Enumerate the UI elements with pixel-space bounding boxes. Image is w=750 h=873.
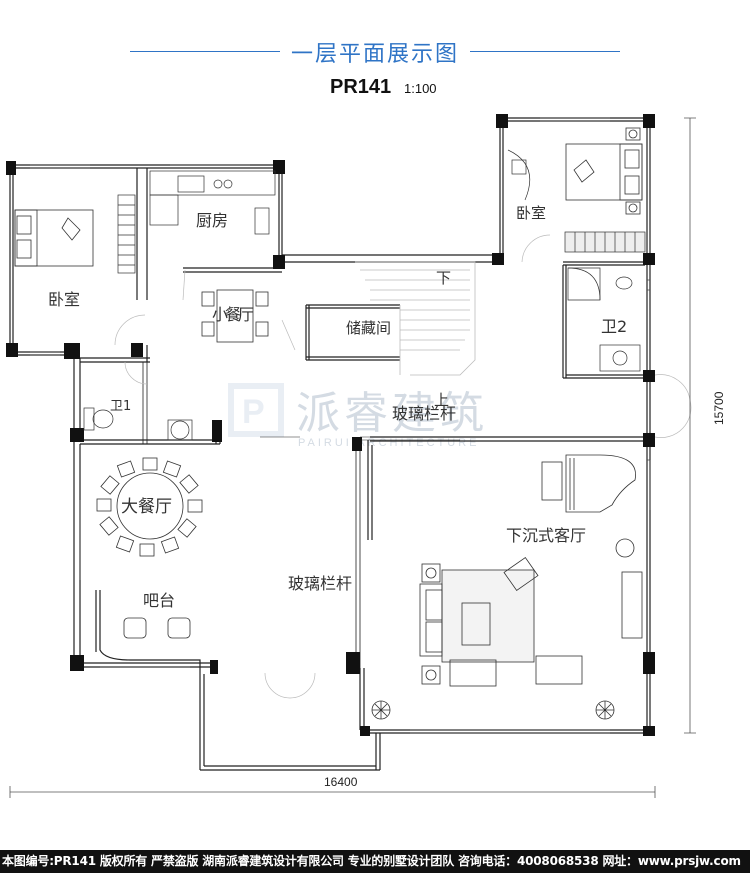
wardrobe-right-icon xyxy=(564,231,646,253)
label-kitchen: 厨房 xyxy=(196,211,228,230)
label-glass-rail-mid: 玻璃栏杆 xyxy=(288,574,352,593)
label-bar: 吧台 xyxy=(143,591,175,610)
floor-plan: P 派睿建筑 PAIRUI ARCHITECTURE xyxy=(6,114,726,798)
round-dining-table-icon xyxy=(96,457,203,557)
dining-table-small-icon xyxy=(201,289,269,343)
bathroom2-fixtures-icon xyxy=(567,267,641,372)
bed-right-icon xyxy=(565,127,643,215)
footer-bar: 本图编号:PR141 版权所有 严禁盗版 湖南派睿建筑设计有限公司 专业的别墅设… xyxy=(0,850,750,873)
plan-code: PR141 xyxy=(330,76,392,98)
living-room-furniture-icon xyxy=(419,538,643,687)
bar-stools-icon xyxy=(123,617,191,639)
vanity-icon xyxy=(507,149,531,201)
piano-icon xyxy=(541,454,636,513)
windows xyxy=(30,117,651,734)
label-stairs-up: 上 xyxy=(434,391,449,409)
staircase xyxy=(355,261,476,376)
plant-icons xyxy=(371,700,615,720)
label-stairs-down: 下 xyxy=(436,269,451,287)
plan-scale: 1:100 xyxy=(404,81,437,96)
doors xyxy=(114,234,692,699)
dimension-lines xyxy=(9,117,696,798)
label-dining-big: 大餐厅 xyxy=(121,497,172,517)
label-dining-small: 小餐厅 xyxy=(212,305,254,324)
title-rule-left xyxy=(130,51,280,52)
label-bedroom-left: 卧室 xyxy=(48,290,80,309)
dimension-width: 16400 xyxy=(324,775,358,789)
footer-text: 本图编号:PR141 版权所有 严禁盗版 湖南派睿建筑设计有限公司 专业的别墅设… xyxy=(2,854,741,868)
page-title: 一层平面展示图 xyxy=(0,36,750,68)
watermark-logo: P xyxy=(228,383,284,437)
dimension-depth: 15700 xyxy=(712,391,726,425)
title-rule-right xyxy=(470,51,620,52)
watermark-sub: PAIRUI ARCHITECTURE xyxy=(298,437,479,449)
label-bathroom-2: 卫2 xyxy=(601,317,627,336)
label-bedroom-right: 卧室 xyxy=(516,204,546,222)
wall-posts xyxy=(6,114,655,736)
label-bathroom-1: 卫1 xyxy=(110,399,131,414)
kitchen-counter-icon xyxy=(149,170,276,235)
toilet-icon xyxy=(83,407,193,441)
label-sunken-living: 下沉式客厅 xyxy=(506,526,586,545)
watermark-brand: 派睿建筑 xyxy=(296,388,488,439)
svg-text:P: P xyxy=(242,393,265,431)
label-glass-rail-top: 玻璃栏杆 xyxy=(392,404,456,423)
label-storage: 储藏间 xyxy=(346,319,391,337)
wardrobe-icon xyxy=(117,194,136,274)
bed-left-icon xyxy=(14,209,94,267)
